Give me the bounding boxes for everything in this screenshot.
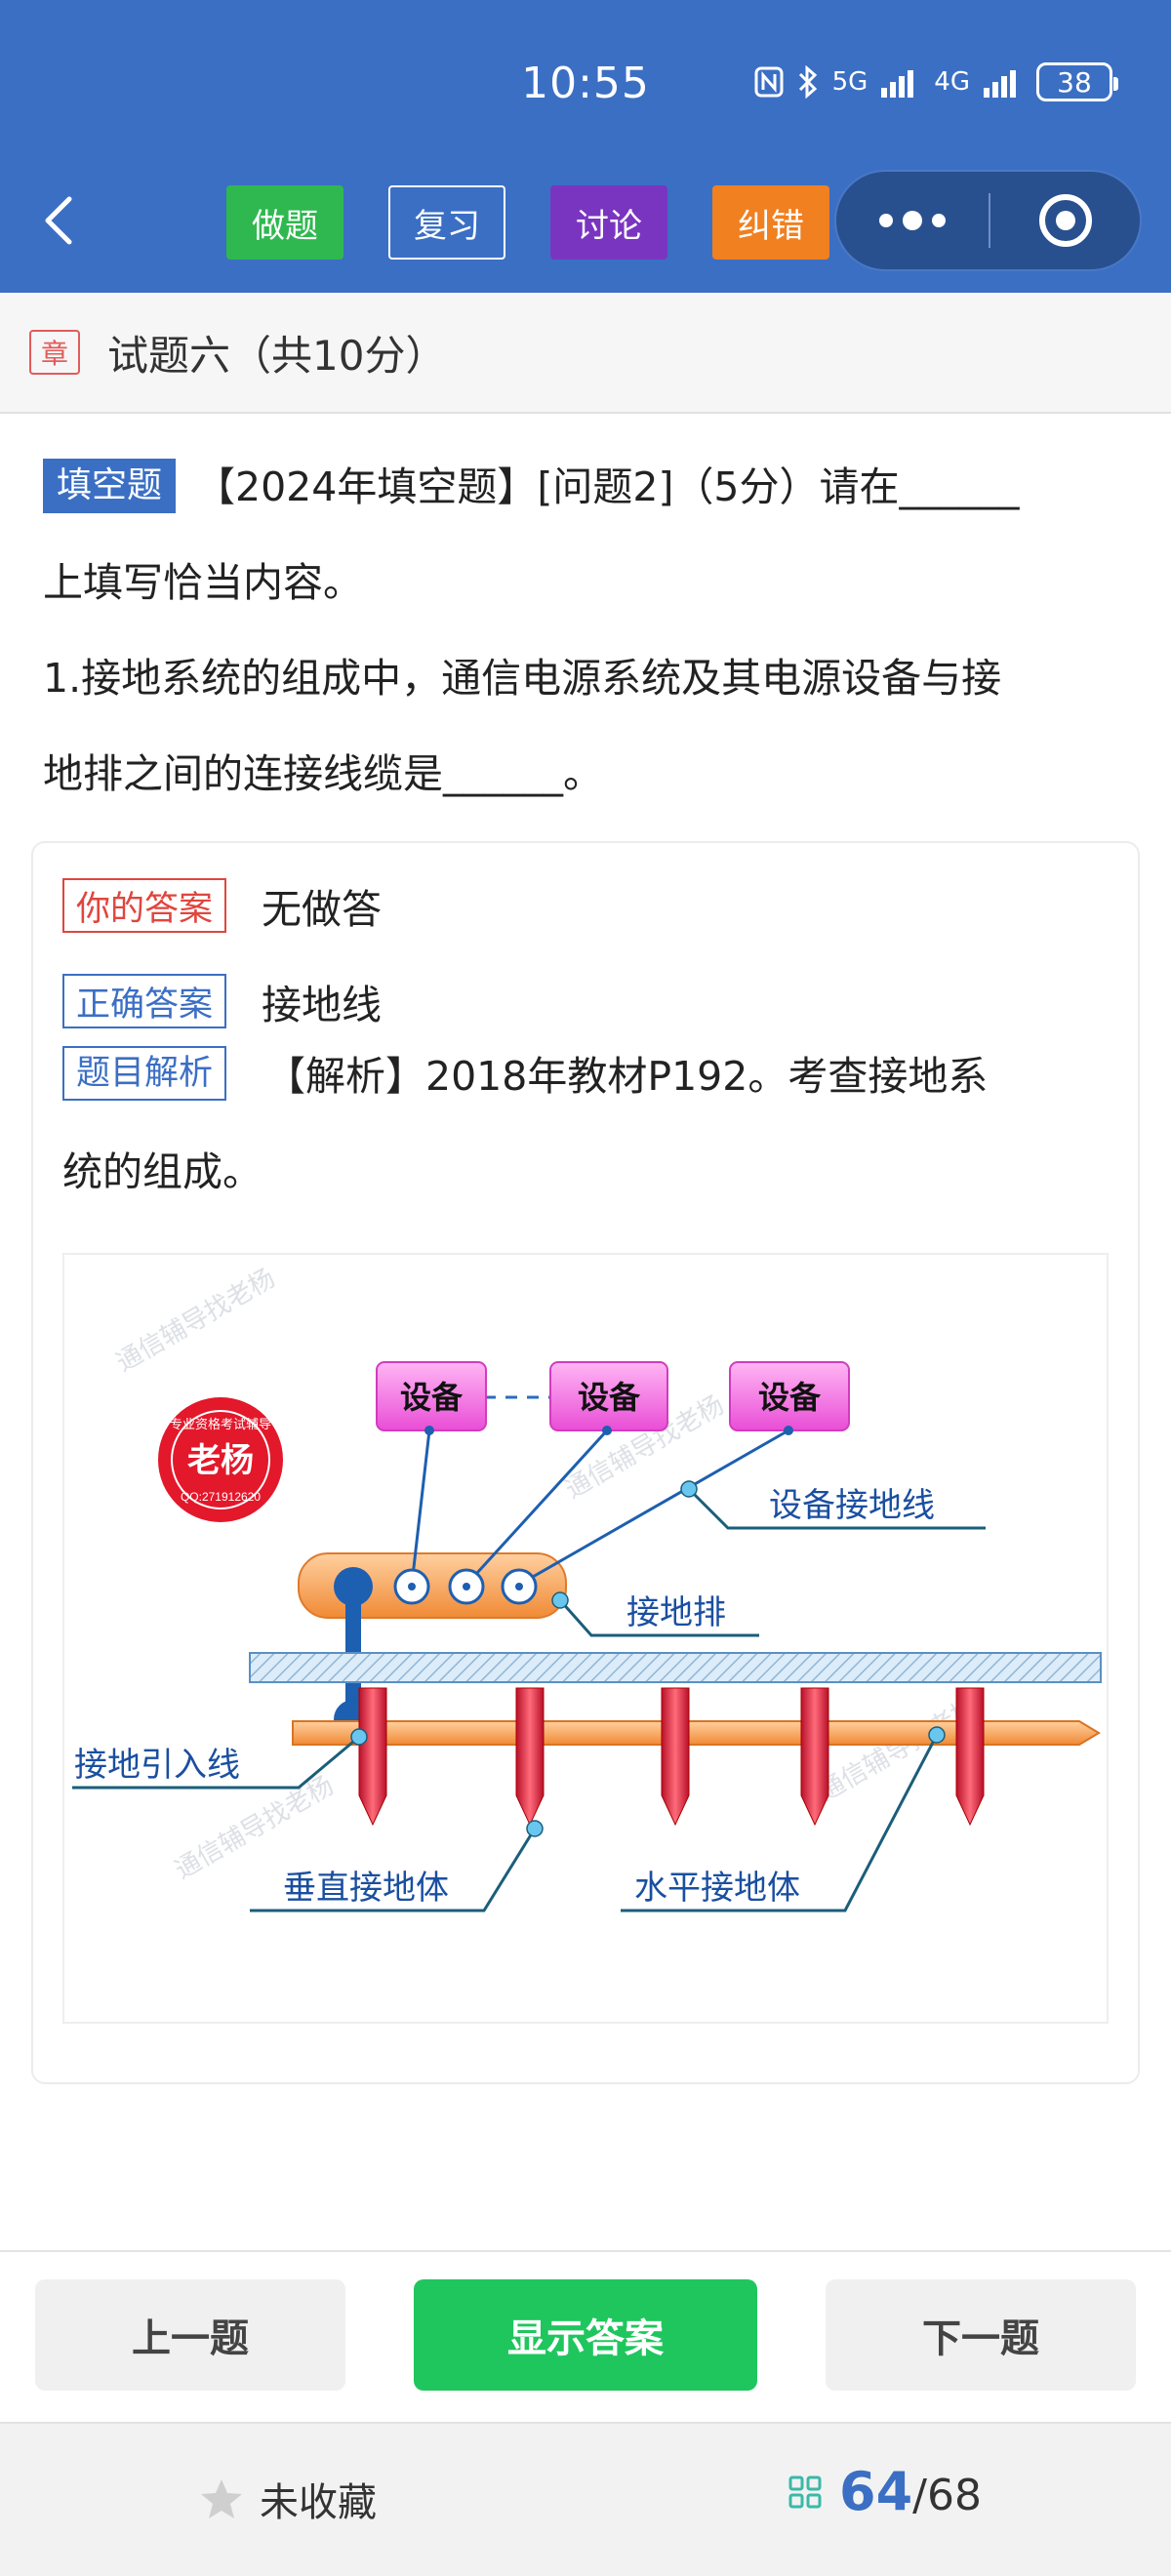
seal-qq-text: QQ:271912620 xyxy=(181,1490,261,1504)
progress-total: /68 xyxy=(912,2471,982,2520)
device-label: 设备 xyxy=(578,1380,641,1415)
question-type-badge: 填空题 xyxy=(43,459,177,513)
nfc-icon xyxy=(754,66,784,98)
star-icon xyxy=(201,2479,242,2518)
miniprogram-capsule xyxy=(834,170,1142,271)
ground-slab xyxy=(249,1652,1102,1683)
question-line: 上填写恰当内容。 xyxy=(43,559,363,606)
tab-discuss[interactable]: 讨论 xyxy=(550,185,667,260)
tab-review[interactable]: 复习 xyxy=(388,185,505,260)
device-box: 设备 xyxy=(729,1361,850,1431)
question-progress[interactable]: 64/68 xyxy=(788,2461,982,2522)
analysis-label: 题目解析 xyxy=(62,1046,227,1101)
show-answer-button[interactable]: 显示答案 xyxy=(414,2279,757,2391)
more-button[interactable] xyxy=(836,172,989,269)
top-header: 10:55 5G 4G 38 做题 复习 讨论 纠错 xyxy=(0,0,1171,293)
chevron-left-icon xyxy=(45,196,72,245)
correct-answer-row: 正确答案 接地线 xyxy=(62,972,382,1030)
close-miniprogram-button[interactable] xyxy=(990,172,1140,269)
prev-question-button[interactable]: 上一题 xyxy=(35,2279,345,2391)
correct-answer-label: 正确答案 xyxy=(62,974,227,1028)
favorite-button[interactable]: 未收藏 xyxy=(199,2471,377,2527)
status-time: 10:55 xyxy=(521,59,650,108)
label-vertical-electrode: 垂直接地体 xyxy=(283,1870,449,1907)
progress-current: 64 xyxy=(839,2461,913,2522)
question-line: 【2024年填空题】[问题2]（5分）请在______ xyxy=(195,463,1020,510)
your-answer-label: 你的答案 xyxy=(62,878,227,933)
signal-icon xyxy=(984,70,1016,98)
chapter-title: 试题六（共10分） xyxy=(107,331,447,380)
network-4g: 4G xyxy=(934,67,970,97)
correct-answer-value: 接地线 xyxy=(262,982,383,1028)
device-box: 设备 xyxy=(549,1361,668,1431)
label-ground-bar: 接地排 xyxy=(626,1594,726,1631)
question-text: 填空题【2024年填空题】[问题2]（5分）请在______ 上填写恰当内容。 … xyxy=(43,439,1136,822)
label-ground-lead: 接地引入线 xyxy=(74,1747,240,1784)
label-horizontal-electrode: 水平接地体 xyxy=(634,1870,800,1907)
back-button[interactable] xyxy=(29,183,88,258)
network-5g: 5G xyxy=(831,67,868,97)
diagram-svg: 通信辅导找老杨 通信辅导找老杨 通信辅导找老杨 通信辅导找老杨 老杨 专业资格考… xyxy=(72,1263,1102,1912)
question-line: 地排之间的连接线缆是______。 xyxy=(43,750,603,797)
footer-bar: 未收藏 64/68 xyxy=(0,2422,1171,2576)
vertical-rods xyxy=(358,1687,985,1827)
chapter-bar: 章 试题六（共10分） xyxy=(0,293,1171,414)
more-dot-icon xyxy=(903,211,922,230)
grounding-system-diagram: 通信辅导找老杨 通信辅导找老杨 通信辅导找老杨 通信辅导找老杨 老杨 专业资格考… xyxy=(62,1253,1109,2024)
target-icon xyxy=(1038,194,1092,247)
question-line: 1.接地系统的组成中，通信电源系统及其电源设备与接 xyxy=(43,655,1002,702)
seal-ring-text: 专业资格考试辅导 xyxy=(170,1417,271,1431)
analysis-line: 统的组成。 xyxy=(62,1148,262,1195)
more-dot-icon xyxy=(879,214,893,227)
device-label: 设备 xyxy=(400,1380,464,1415)
favorite-label: 未收藏 xyxy=(260,2480,377,2525)
chapter-tag: 章 xyxy=(29,330,80,375)
seal-stamp: 老杨 专业资格考试辅导 QQ:271912620 xyxy=(158,1397,283,1522)
watermark-text: 通信辅导找老杨 xyxy=(111,1263,280,1377)
label-equipment-ground-wire: 设备接地线 xyxy=(769,1487,935,1524)
analysis-line: 【解析】2018年教材P192。考查接地系 xyxy=(265,1053,989,1100)
bluetooth-icon xyxy=(798,65,817,99)
status-icons: 5G 4G 38 xyxy=(754,62,1118,101)
grid-icon xyxy=(788,2475,822,2508)
signal-icon xyxy=(881,70,914,98)
tab-report-error[interactable]: 纠错 xyxy=(712,185,829,260)
more-dot-icon xyxy=(932,214,946,227)
next-question-button[interactable]: 下一题 xyxy=(826,2279,1136,2391)
battery-indicator: 38 xyxy=(1036,62,1118,101)
seal-center-text: 老杨 xyxy=(187,1442,254,1479)
horizontal-electrode xyxy=(292,1720,1101,1746)
your-answer-row: 你的答案 无做答 xyxy=(62,876,382,935)
analysis-text: 题目解析【解析】2018年教材P192。考查接地系 统的组成。 xyxy=(62,1028,1116,1220)
answer-card: 你的答案 无做答 正确答案 接地线 题目解析【解析】2018年教材P192。考查… xyxy=(31,841,1140,2084)
capsule-divider xyxy=(989,193,990,248)
your-answer-value: 无做答 xyxy=(262,886,383,933)
device-box: 设备 xyxy=(376,1361,487,1431)
device-label: 设备 xyxy=(758,1380,822,1415)
tab-do-questions[interactable]: 做题 xyxy=(226,185,343,260)
